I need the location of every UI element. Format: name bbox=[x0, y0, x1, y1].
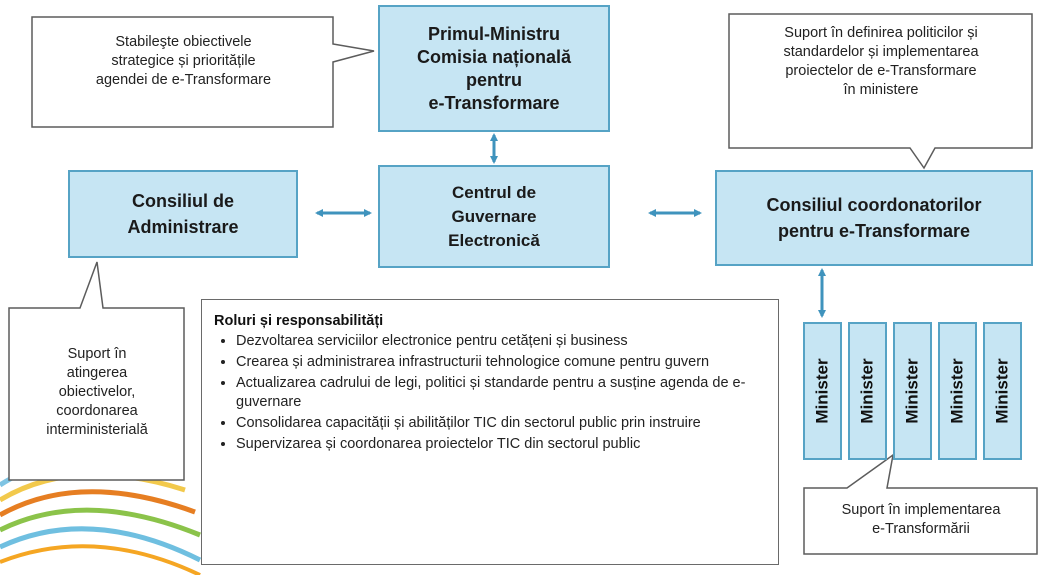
callout-objectives-shape bbox=[8, 261, 185, 481]
roles-list: Dezvoltarea serviciilor electronice pent… bbox=[214, 332, 768, 454]
roles-item: Consolidarea capacității și abilităților… bbox=[236, 414, 768, 433]
center-box: Centrul de Guvernare Electronică bbox=[378, 165, 610, 268]
prime-minister-label: Primul-Ministru Comisia națională pentru… bbox=[416, 23, 572, 113]
ministry-label: Minister bbox=[857, 358, 877, 424]
roles-title: Roluri și responsabilități bbox=[214, 313, 384, 329]
ministry-box: Minister bbox=[938, 322, 977, 460]
ministry-box: Minister bbox=[893, 322, 932, 460]
ministry-box: Minister bbox=[983, 322, 1022, 460]
prime-minister-box: Primul-Ministru Comisia națională pentru… bbox=[378, 5, 610, 132]
roles-box: Roluri și responsabilități Dezvoltarea s… bbox=[201, 299, 779, 565]
ministry-label: Minister bbox=[947, 358, 967, 424]
coordinators-council-label: Consiliul coordonatorilor pentru e-Trans… bbox=[766, 195, 982, 241]
center-label: Centrul de Guvernare Electronică bbox=[448, 182, 540, 250]
roles-item: Supervizarea și coordonarea proiectelor … bbox=[236, 435, 768, 454]
roles-item: Dezvoltarea serviciilor electronice pent… bbox=[236, 332, 768, 351]
callout-policy-shape bbox=[728, 13, 1033, 170]
ministry-label: Minister bbox=[902, 358, 922, 424]
callout-objectives-text: Suport în atingerea obiectivelor, coordo… bbox=[46, 346, 148, 438]
ministry-box: Minister bbox=[848, 322, 887, 460]
callout-strategic-text: Stabileşte obiectivele strategice și pri… bbox=[95, 34, 272, 88]
callout-strategic-shape bbox=[31, 16, 375, 128]
callout-policy-text: Suport în definirea politicilor și stand… bbox=[783, 25, 979, 98]
roles-item: Crearea și administrarea infrastructurii… bbox=[236, 353, 768, 372]
roles-item: Actualizarea cadrului de legi, politici … bbox=[236, 374, 768, 412]
callout-implementation-text: Suport în implementarea e-Transformării bbox=[841, 502, 1001, 537]
admin-council-label: Consiliul de Administrare bbox=[127, 191, 239, 237]
coordinators-council-box: Consiliul coordonatorilor pentru e-Trans… bbox=[715, 170, 1033, 266]
ministry-label: Minister bbox=[992, 358, 1012, 424]
admin-council-box: Consiliul de Administrare bbox=[68, 170, 298, 258]
ministry-label: Minister bbox=[812, 358, 832, 424]
ministry-box: Minister bbox=[803, 322, 842, 460]
callout-implementation-shape bbox=[803, 453, 1038, 555]
